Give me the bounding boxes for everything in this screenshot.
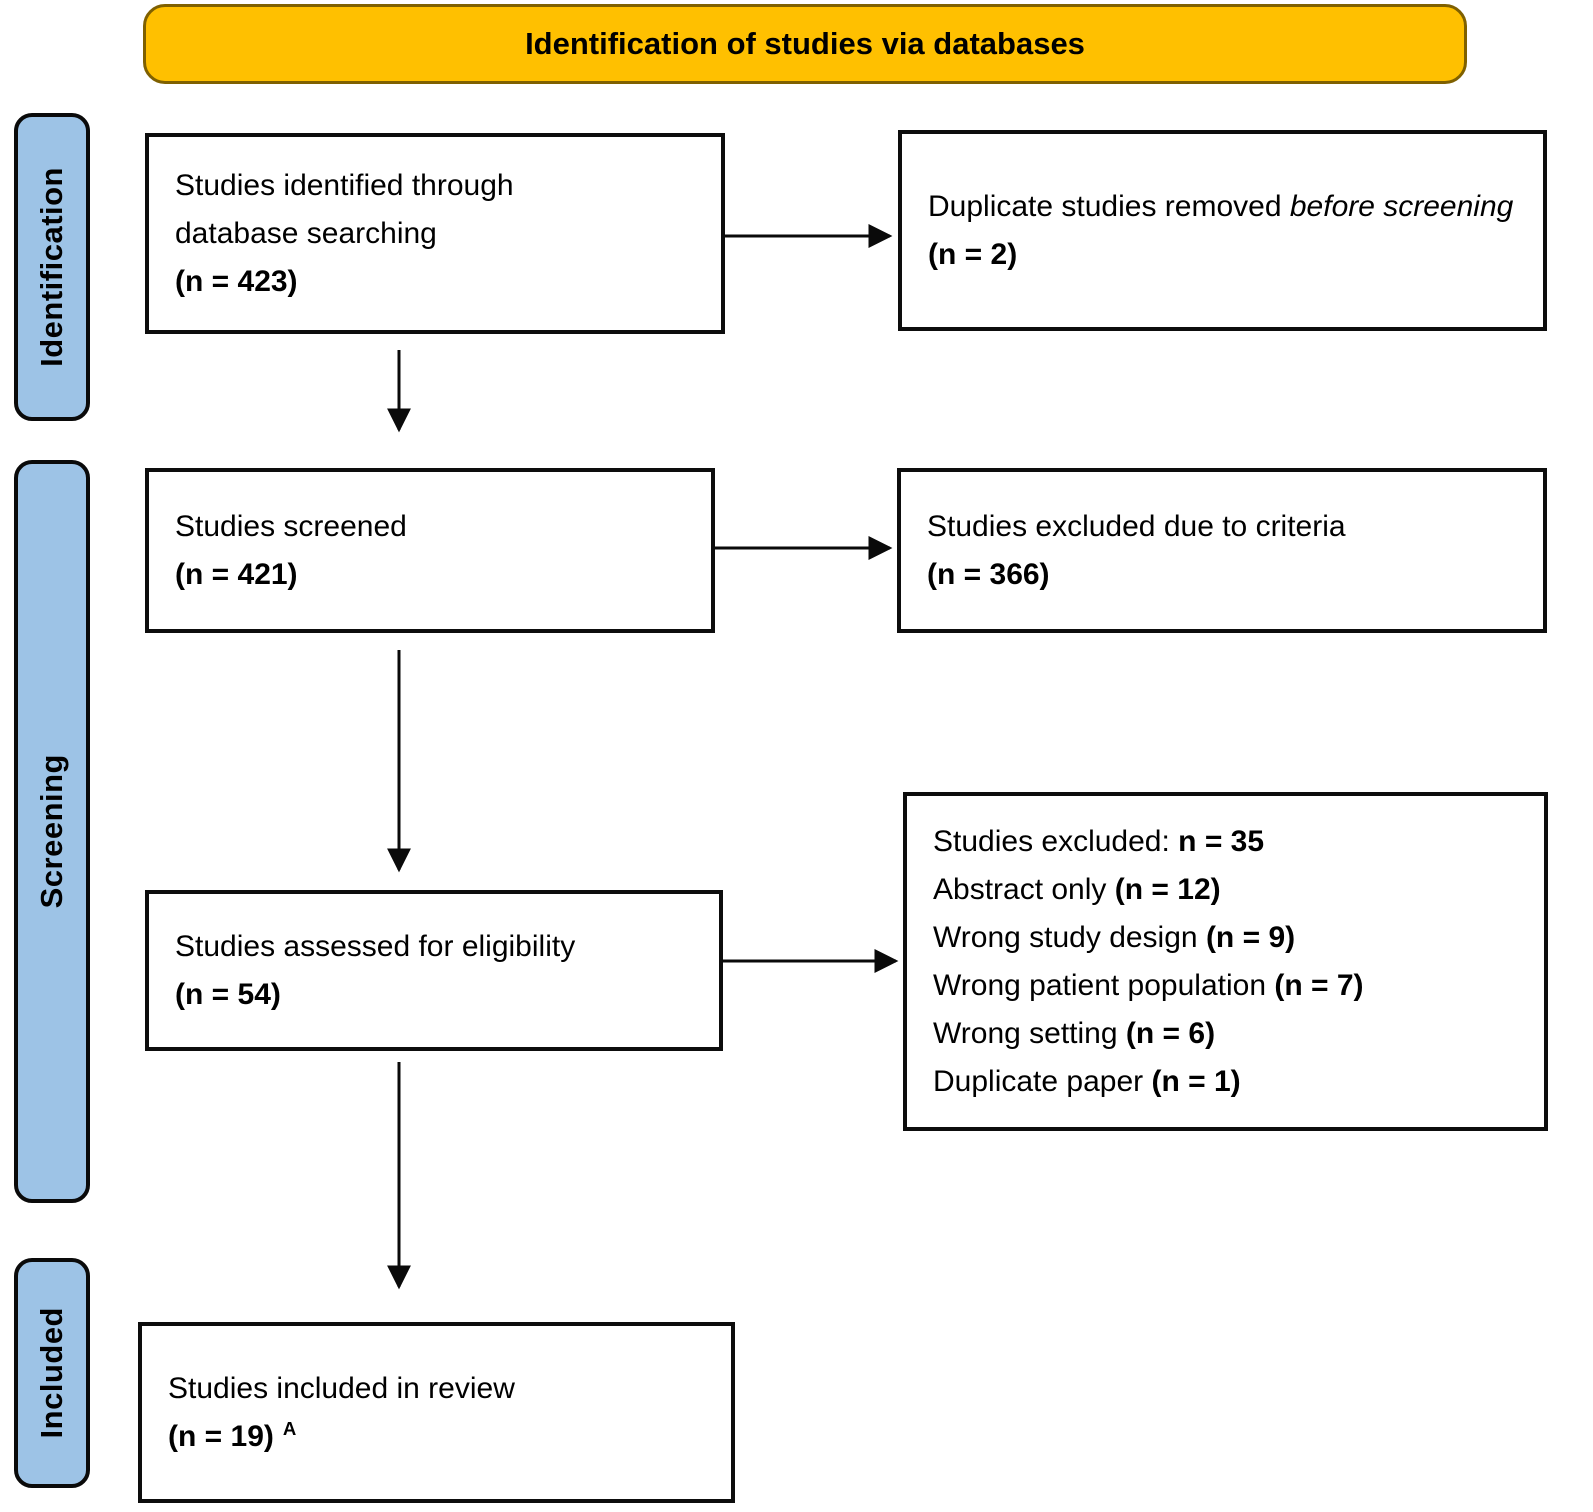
- box-studies-identified-text: Studies identified through database sear…: [175, 168, 514, 250]
- stage-identification-label: Identification: [34, 167, 69, 367]
- box-studies-assessed: Studies assessed for eligibility (n = 54…: [145, 890, 723, 1051]
- box-studies-identified-count: (n = 423): [175, 264, 298, 298]
- exclusion-reason-wrong-setting: Wrong setting (n = 6): [933, 1016, 1216, 1050]
- banner-title: Identification of studies via databases: [525, 26, 1085, 61]
- box-studies-identified: Studies identified through database sear…: [145, 133, 725, 334]
- box-studies-excluded-criteria: Studies excluded due to criteria (n = 36…: [897, 468, 1547, 633]
- box-duplicates-removed: Duplicate studies removed before screeni…: [898, 130, 1547, 331]
- box-studies-included-count: (n = 19)A: [168, 1417, 297, 1453]
- exclusion-reason-wrong-study-design: Wrong study design (n = 9): [933, 920, 1296, 954]
- exclusion-total: Studies excluded: n = 35: [933, 824, 1265, 858]
- box-studies-screened-text: Studies screened: [175, 509, 407, 543]
- exclusion-reason-wrong-patient-population: Wrong patient population (n = 7): [933, 968, 1364, 1002]
- exclusion-reason-abstract-only: Abstract only (n = 12): [933, 872, 1221, 906]
- stage-screening: Screening: [14, 460, 90, 1203]
- box-studies-screened-count: (n = 421): [175, 557, 298, 591]
- box-exclusion-reasons: Studies excluded: n = 35 Abstract only (…: [903, 792, 1548, 1131]
- stage-included-label: Included: [34, 1307, 69, 1439]
- stage-screening-label: Screening: [34, 754, 69, 909]
- banner-identification-via-databases: Identification of studies via databases: [143, 4, 1467, 84]
- box-studies-excluded-criteria-text: Studies excluded due to criteria: [927, 509, 1346, 543]
- exclusion-reason-duplicate-paper: Duplicate paper (n = 1): [933, 1064, 1241, 1098]
- box-studies-assessed-count: (n = 54): [175, 977, 281, 1011]
- footnote-marker-a: A: [282, 1417, 297, 1439]
- box-studies-included-text: Studies included in review: [168, 1371, 515, 1405]
- stage-identification: Identification: [14, 113, 90, 421]
- box-duplicates-removed-text: Duplicate studies removed before screeni…: [928, 189, 1514, 223]
- box-duplicates-removed-count: (n = 2): [928, 237, 1018, 271]
- stage-included: Included: [14, 1258, 90, 1488]
- box-studies-screened: Studies screened (n = 421): [145, 468, 715, 633]
- box-studies-assessed-text: Studies assessed for eligibility: [175, 929, 576, 963]
- box-studies-excluded-criteria-count: (n = 366): [927, 557, 1050, 591]
- box-studies-included: Studies included in review (n = 19)A: [138, 1322, 735, 1503]
